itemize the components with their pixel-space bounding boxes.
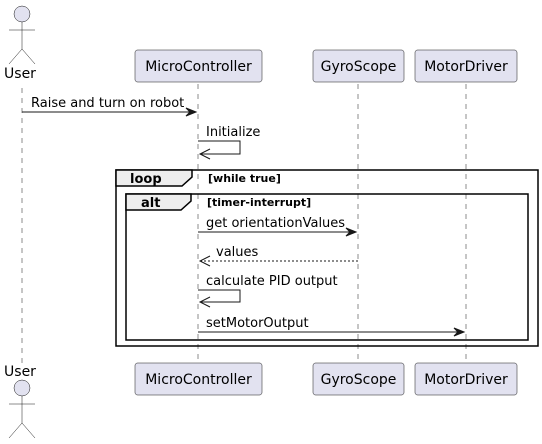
- open-arrowhead-icon: [198, 296, 211, 308]
- participant-gyroscope-label: GyroScope: [321, 59, 397, 75]
- message-raise-label: Raise and turn on robot: [31, 96, 184, 111]
- loop-fragment: loop [while true]: [115, 169, 539, 347]
- arrowhead-icon: [185, 107, 198, 117]
- alt-keyword: alt: [141, 196, 160, 211]
- message-raise: Raise and turn on robot: [22, 96, 198, 117]
- message-calc-pid-label: calculate PID output: [206, 274, 338, 289]
- participant-gyroscope-label: GyroScope: [321, 372, 397, 388]
- message-get-orientation: get orientationValues: [198, 216, 358, 237]
- participant-microcontroller-label: MicroController: [145, 372, 252, 388]
- participant-microcontroller-label: MicroController: [145, 59, 252, 75]
- user-actor-icon-bottom: [8, 379, 36, 439]
- loop-keyword: loop: [130, 172, 162, 187]
- message-values-return: values: [198, 245, 358, 267]
- arrowhead-icon: [453, 327, 466, 337]
- participant-motordriver-bottom: MotorDriver: [414, 362, 518, 396]
- participant-microcontroller-top: MicroController: [134, 49, 263, 83]
- participant-gyroscope-top: GyroScope: [312, 49, 405, 83]
- message-get-orientation-label: get orientationValues: [206, 216, 345, 231]
- message-set-motor-label: setMotorOutput: [206, 316, 309, 331]
- open-arrowhead-icon: [198, 255, 211, 267]
- message-values-label: values: [216, 245, 259, 260]
- message-initialize-label: Initialize: [206, 125, 260, 140]
- participant-user-top: User: [4, 66, 36, 82]
- participant-gyroscope-bottom: GyroScope: [312, 362, 405, 396]
- alt-guard: [timer-interrupt]: [207, 196, 311, 209]
- loop-guard: [while true]: [208, 172, 281, 185]
- participant-motordriver-label: MotorDriver: [424, 372, 508, 388]
- participant-motordriver-top: MotorDriver: [414, 49, 518, 83]
- participant-user-bottom: User: [4, 364, 36, 380]
- alt-fragment: alt [timer-interrupt]: [125, 193, 529, 341]
- participant-microcontroller-bottom: MicroController: [134, 362, 263, 396]
- participant-motordriver-label: MotorDriver: [424, 59, 508, 75]
- message-initialize: Initialize: [198, 125, 260, 160]
- message-calc-pid: calculate PID output: [198, 274, 338, 308]
- open-arrowhead-icon: [198, 148, 211, 160]
- message-set-motor: setMotorOutput: [198, 316, 466, 337]
- arrowhead-icon: [345, 227, 358, 237]
- user-actor-icon-top: [8, 5, 36, 65]
